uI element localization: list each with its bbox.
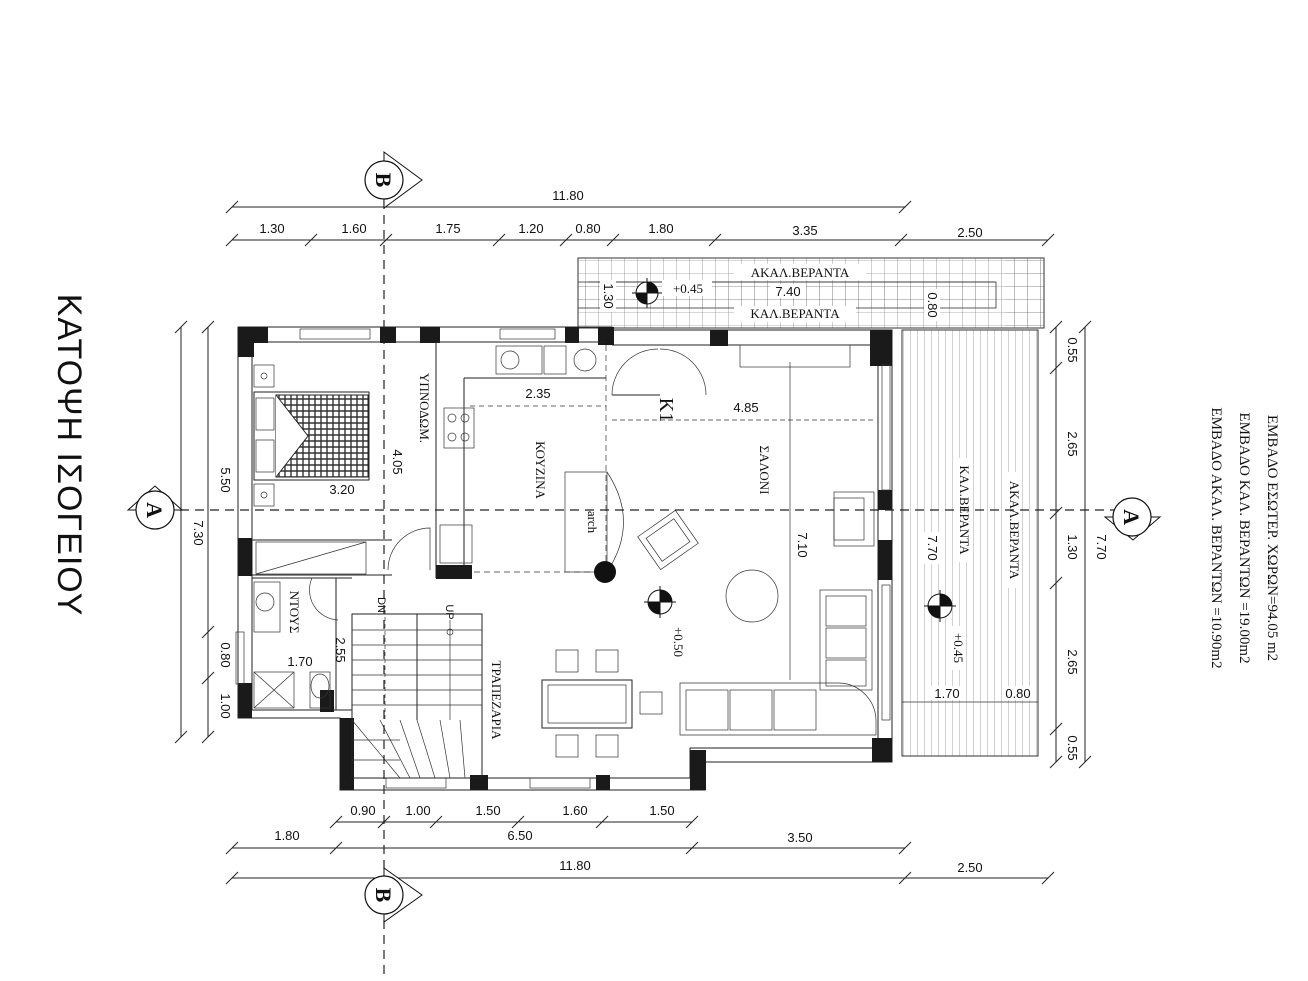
section-marker-b-bottom: Β [364,867,423,923]
sofa-icon [679,589,877,736]
dining-table-icon [541,679,633,729]
right-veranda: ΚΑΛ.ΒΕΡΑΝΤΑ ΑΚΑΛ.ΒΕΡΑΝΤΑ 7.70 1.70 0.80 … [901,329,1039,757]
dim-top-6: 1.80 [648,221,673,236]
dining: ΤΡΑΠΕΖΑΡΙΑ [489,649,663,758]
chair-icon [555,649,663,758]
dim-bedroom-w: 3.20 [329,482,354,497]
staircase: DN UP [351,597,483,779]
area-interior: ΕΜΒΑΔΟ ΕΣΩΤΕΡ. ΧΩΡΩΝ=94.05 m2 [1264,415,1280,661]
dim-top-4: 1.20 [518,221,543,236]
level-interior: +0.50 [671,627,686,657]
label-shower: ΝΤΟΥΣ [287,591,302,634]
label-bedroom: ΥΠΝΟΔΩΜ. [417,373,432,443]
dim-bottom-total: 11.80 [559,858,591,873]
label-arch: arch [585,511,600,534]
dim-veranda-right-w1: 1.70 [934,686,959,701]
dim-bottom-mid-2: 6.50 [507,828,532,843]
dim-top-8: 2.50 [957,225,982,240]
dim-living-h: 7.10 [795,532,810,557]
dim-living-w: 4.85 [733,400,758,415]
dim-bottom-3: 1.50 [475,803,500,818]
dim-bedroom-h: 4.05 [390,449,405,474]
right-dimensions: 0.55 2.65 1.30 2.65 0.55 7.70 [1049,320,1109,769]
level-veranda-top: +0.45 [673,281,703,296]
label-stair-up: UP [443,604,455,619]
dim-right-4: 2.65 [1065,649,1080,674]
label-right-uncovered: ΑΚΑΛ.ΒΕΡΑΝΤΑ [1007,481,1022,580]
dim-right-2: 2.65 [1065,431,1080,456]
dim-bottom-right: 2.50 [957,860,982,875]
area-notes: ΕΜΒΑΔΟ ΕΣΩΤΕΡ. ΧΩΡΩΝ=94.05 m2 ΕΜΒΑΔΟ ΚΑΛ… [1208,407,1280,668]
dim-top-3: 1.75 [435,221,460,236]
shower: ΝΤΟΥΣ 1.70 2.55 [252,577,352,710]
section-marker-a-left: Α [126,485,184,530]
dim-left-small-2: 1.00 [218,693,233,718]
section-marker-a-right: Α [1103,497,1162,541]
label-dining: ΤΡΑΠΕΖΑΡΙΑ [489,661,504,741]
dim-bottom-mid-1: 1.80 [274,828,299,843]
dim-bottom-mid-3: 3.50 [787,830,812,845]
living-room: 4.85 K1 ΣΑΛΟΝΙ 7.10 +0.50 [611,344,877,736]
dim-top-1: 1.30 [259,221,284,236]
left-dimensions: 7.30 5.50 0.80 1.00 [174,320,233,744]
svg-text:ΚΑΤΟΨΗ ΙΣΟΓΕΙΟΥ: ΚΑΤΟΨΗ ΙΣΟΓΕΙΟΥ [50,294,88,617]
top-uncovered-veranda: ΑΚΑΛ.ΒΕΡΑΝΤΑ ΚΑΛ.ΒΕΡΑΝΤΑ 7.40 1.30 0.80 … [577,257,1045,329]
dim-right-outer: 7.70 [1094,534,1109,559]
bottom-dimensions: 0.90 1.00 1.50 1.60 1.50 1.80 6.50 3.50 … [225,803,1055,885]
dim-veranda-top-h1: 1.30 [601,283,616,308]
bedroom: ΥΠΝΟΔΩΜ. 4.05 3.20 [252,364,432,576]
dim-top-5: 0.80 [575,221,600,236]
dim-veranda-right-w2: 0.80 [1005,686,1030,701]
dim-veranda-top-h2: 0.80 [925,292,940,317]
label-top-covered: ΚΑΛ.ΒΕΡΑΝΤΑ [750,306,840,321]
svg-text:Α: Α [1119,509,1144,525]
label-column-k1: K1 [655,398,677,422]
svg-text:Α: Α [142,502,167,518]
dim-veranda-top-w: 7.40 [775,284,800,299]
dim-bottom-4: 1.60 [562,803,587,818]
svg-text:Β: Β [371,888,396,903]
dim-veranda-right-h: 7.70 [925,535,940,560]
area-uncovered-veranda: ΕΜΒΑΔΟ ΑΚΑΛ. ΒΕΡΑΝΤΩΝ =10.90m2 [1208,407,1224,668]
armchair-icon [833,491,875,547]
dim-left-outer: 7.30 [191,520,206,545]
section-marker-b-top: Β [364,151,423,209]
label-living: ΣΑΛΟΝΙ [757,446,772,495]
dim-bottom-1: 0.90 [350,803,375,818]
level-marker-icon [924,590,956,622]
coffee-table-icon [725,569,779,623]
dim-bath-w: 1.70 [287,654,312,669]
dim-bottom-2: 1.00 [405,803,430,818]
top-dimensions: 11.80 1.30 1.60 1.75 1.20 0.80 1.80 3.35… [225,188,1055,247]
label-top-uncovered: ΑΚΑΛ.ΒΕΡΑΝΤΑ [751,265,850,280]
dim-right-3: 1.30 [1065,534,1080,559]
label-stair-down: DN [375,597,387,613]
dim-top-7: 3.35 [792,223,817,238]
dim-bath-h: 2.55 [333,637,348,662]
column-icon [594,561,616,583]
armchair-icon [637,509,699,571]
svg-text:Β: Β [371,173,396,188]
area-covered-veranda: ΕΜΒΑΔΟ ΚΑΛ. ΒΕΡΑΝΤΩΝ =19.00m2 [1236,412,1252,663]
kitchen: 2.35 ΚΟΥΖΙΝΑ arch [435,341,624,583]
dim-right-5: 0.55 [1065,735,1080,760]
dim-left-small-1: 0.80 [218,642,233,667]
level-marker-icon [644,586,676,618]
plan-title: ΚΑΤΟΨΗ ΙΣΟΓΕΙΟΥ [50,294,88,617]
dim-top-total: 11.80 [552,188,584,203]
level-veranda-right: +0.45 [951,633,966,663]
dim-bottom-5: 1.50 [649,803,674,818]
dim-top-2: 1.60 [341,221,366,236]
label-kitchen: ΚΟΥΖΙΝΑ [533,441,548,499]
level-marker-icon [632,278,662,308]
dim-right-1: 0.55 [1065,337,1080,362]
dim-left-inner: 5.50 [218,467,233,492]
section-axes: Β Β Α Α [126,151,1162,980]
dim-kitchen-w: 2.35 [525,386,550,401]
